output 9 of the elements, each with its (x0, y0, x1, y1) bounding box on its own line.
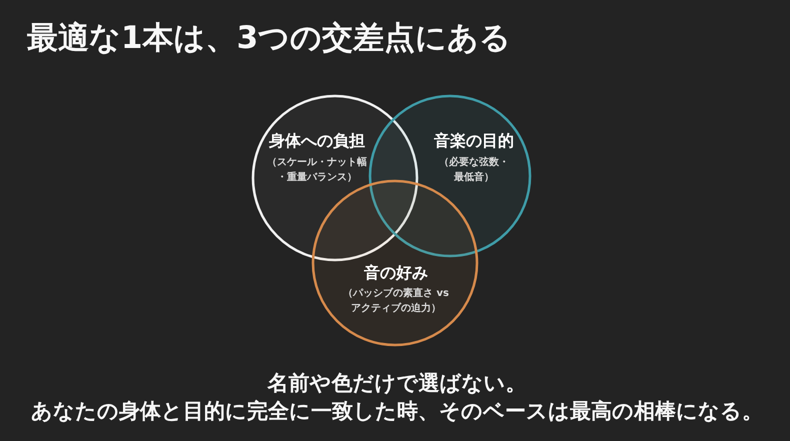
set-heading: 身体への負担 (269, 131, 365, 151)
set-heading: 音楽の目的 (434, 131, 514, 151)
message-text: あなたの身体と目的に完全に一致した時、そのベースは最高の相棒になる。 (31, 398, 763, 425)
set-description: （必要な弦数・最低音） (438, 156, 510, 185)
slide-title: 最適な1本は、3つの交差点にある (27, 19, 512, 58)
set-description: （パッシブの素直さ vs アクティブの迫力） (342, 286, 450, 316)
message-text: 名前や色だけで選ばない。 (268, 370, 526, 397)
set-heading: 音の好み (364, 263, 428, 283)
set-description: （スケール・ナット幅・重量バランス） (266, 156, 368, 185)
